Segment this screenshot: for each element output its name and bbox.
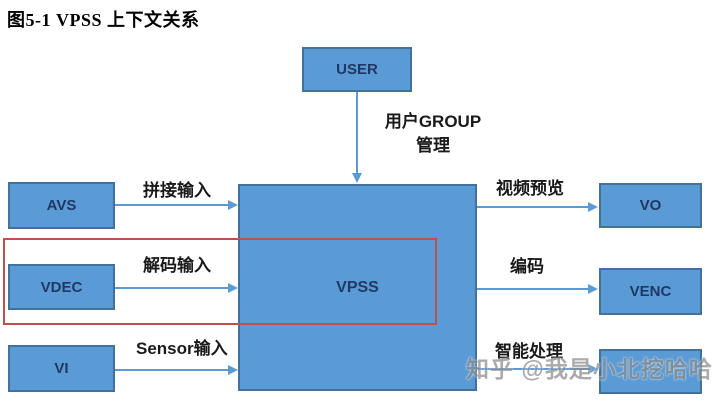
edge-label-stitch-input: 拼接输入 — [143, 181, 211, 200]
arrowhead-right-icon — [228, 283, 238, 293]
edge-label-decode-input: 解码输入 — [143, 256, 211, 275]
node-user: USER — [302, 47, 412, 92]
arrow-avs-to-vpss — [115, 200, 238, 210]
node-vi: VI — [8, 345, 115, 392]
arrow-shaft — [477, 368, 589, 370]
highlight-rect — [3, 238, 437, 325]
watermark: 知乎 @我是小北挖哈哈 — [466, 356, 713, 382]
arrowhead-right-icon — [588, 364, 598, 374]
figure-title: 图5-1 VPSS 上下文关系 — [7, 10, 200, 30]
arrowhead-down-icon — [352, 173, 362, 183]
arrowhead-right-icon — [228, 365, 238, 375]
arrow-shaft — [356, 92, 358, 174]
edge-label-video-preview: 视频预览 — [496, 179, 564, 198]
edge-label-sensor-input: Sensor输入 — [136, 339, 228, 358]
node-vdec: VDEC — [8, 264, 115, 310]
arrow-vpss-to-vo — [477, 202, 598, 212]
edge-label-intelligent-processing: 智能处理 — [495, 342, 563, 361]
arrow-shaft — [115, 369, 229, 371]
arrowhead-right-icon — [588, 202, 598, 212]
arrowhead-right-icon — [228, 200, 238, 210]
edge-label-line2: 管理 — [416, 136, 450, 155]
arrow-shaft — [115, 204, 229, 206]
node-vpss: VPSS — [238, 184, 477, 391]
node-avs: AVS — [8, 182, 115, 229]
arrow-vi-to-vpss — [115, 365, 238, 375]
node-vo: VO — [599, 183, 702, 228]
arrowhead-right-icon — [588, 284, 598, 294]
node-intelligent-processing — [599, 349, 702, 394]
arrow-vpss-to-intelligent-processing — [477, 364, 598, 374]
arrow-shaft — [115, 287, 229, 289]
edge-label-line1: 用户GROUP — [384, 112, 482, 131]
node-venc: VENC — [599, 268, 702, 315]
edge-label-user-group-manage: 用户GROUP 管理 — [383, 110, 483, 158]
arrow-vpss-to-venc — [477, 284, 598, 294]
arrow-vdec-to-vpss — [115, 283, 238, 293]
arrow-shaft — [477, 288, 589, 290]
arrow-user-to-vpss — [352, 92, 362, 183]
edge-label-encode: 编码 — [510, 257, 544, 276]
arrow-shaft — [477, 206, 589, 208]
